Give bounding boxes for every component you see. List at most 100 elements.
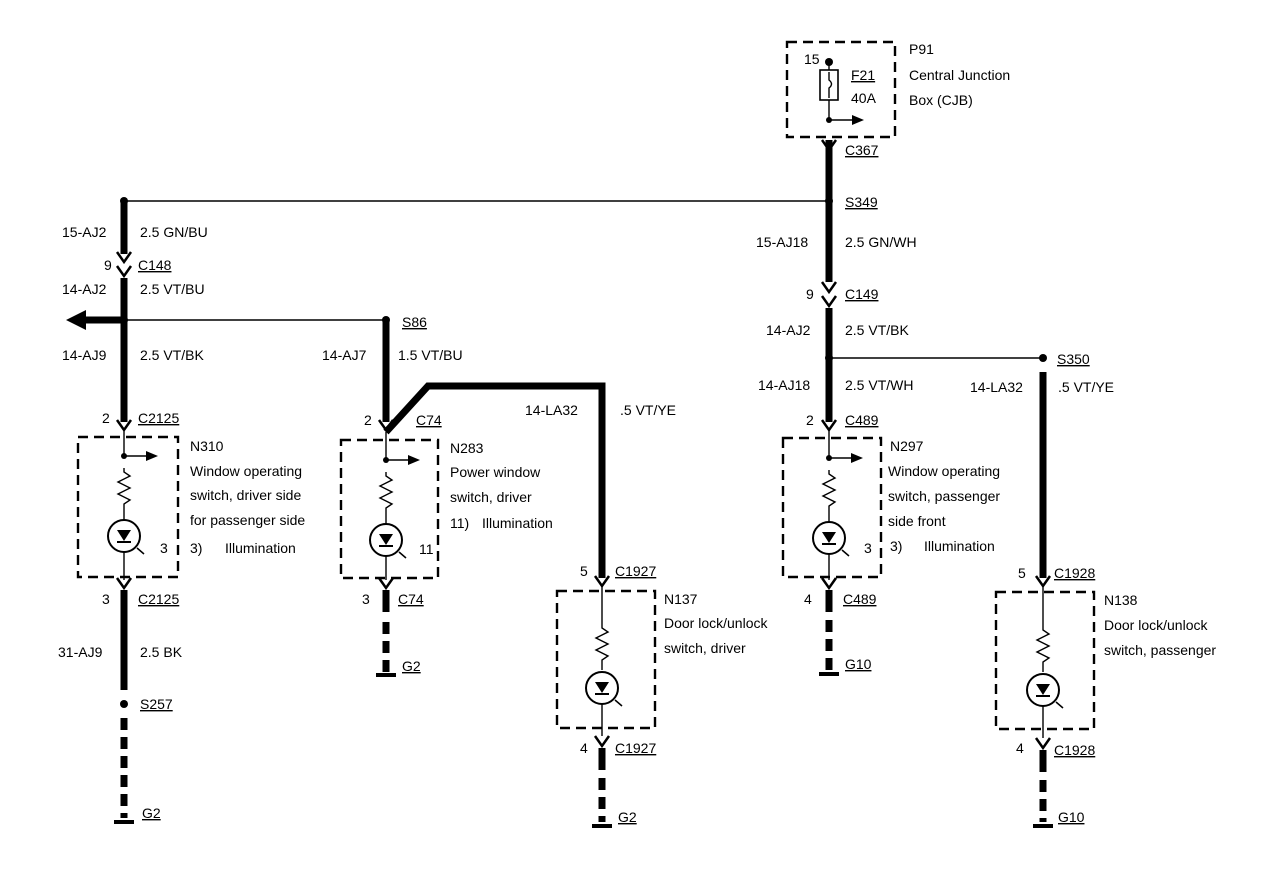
n283-outline [339,438,440,580]
splice-s350-dot [1039,354,1047,362]
ground-label: G2 [402,658,421,674]
wire-circuit: 15-AJ18 [756,234,808,250]
circuit-n137 [555,575,657,828]
resistor-icon [594,624,610,670]
arrow-right-icon [852,115,864,125]
splice-label: S350 [1057,351,1090,367]
wire-circuit: 15-AJ2 [62,224,107,240]
component-name-line3: side front [888,513,946,529]
junction-dot [120,197,128,205]
component-id: N297 [890,438,924,454]
junction-dot [825,354,833,362]
connector-label: C2125 [138,410,179,426]
connector-pin: 4 [580,740,588,756]
connector-pin: 9 [104,257,112,273]
circuit-n310 [66,197,180,824]
arrow-right-icon [146,451,158,461]
component-pin-number: 11 [419,541,434,557]
component-id: N137 [664,591,698,607]
connector-pin: 5 [1018,565,1026,581]
connector-label: C2125 [138,591,179,607]
splice-s257-dot [120,700,128,708]
wire-to-n137 [383,382,606,578]
fuse-label: F21 [851,67,875,83]
resistor-icon [378,472,394,520]
connector-label: C489 [843,591,877,607]
footnote-ref: 11) [450,515,469,531]
footnote-ref: 3) [190,540,202,556]
connector-pin: 4 [804,591,812,607]
component-name-line1: Door lock/unlock [1104,617,1208,633]
wire-circuit: 14-AJ2 [766,322,811,338]
connector-label: C1927 [615,563,656,579]
ground-label: G2 [618,809,637,825]
connector-label: C1927 [615,740,656,756]
wire-circuit: 14-AJ9 [62,347,107,363]
ground-label: G10 [1058,809,1085,825]
component-name-line2: switch, driver [664,640,746,656]
component-function: Illumination [225,540,296,556]
n310-outline [76,435,180,579]
central-junction-box: 15 F21 40A P91 Central Junction Box (CJB… [785,40,1010,139]
ground-label: G10 [845,656,872,672]
wire-spec: .5 VT/YE [1058,379,1114,395]
component-name-line1: Door lock/unlock [664,615,768,631]
splice-label: S86 [402,314,427,330]
cjb-name-line2: Box (CJB) [909,92,973,108]
arrow-right-icon [408,455,420,465]
ground-label: G2 [142,805,161,821]
wire-spec: 2.5 GN/WH [845,234,917,250]
splice-label: S257 [140,696,173,712]
component-pin-number: 3 [160,540,168,556]
n297-outline [781,436,883,579]
component-name-line2: switch, driver [450,489,532,505]
component-function: Illumination [482,515,553,531]
wire-spec: .5 VT/YE [620,402,676,418]
cjb-pin-label: 15 [804,51,820,67]
wire-circuit: 14-LA32 [970,379,1023,395]
connector-pin: 4 [1016,740,1024,756]
wire-circuit: 14-LA32 [525,402,578,418]
footnote-ref: 3) [890,538,902,554]
wire-spec: 2.5 VT/BU [140,281,205,297]
splice-s349-dot [825,197,833,205]
component-id: N283 [450,440,484,456]
component-id: N138 [1104,592,1138,608]
wire-circuit: 14-AJ2 [62,281,107,297]
wire-spec: 2.5 VT/BK [845,322,909,338]
component-name-line2: switch, driver side [190,487,301,503]
connector-label: C148 [138,257,172,273]
resistor-icon [821,470,837,518]
connector-pin: 2 [806,412,814,428]
connector-pin: 5 [580,563,588,579]
splice-label: S349 [845,194,878,210]
circuit-n297 [781,139,883,676]
arrow-left-icon [66,310,86,330]
connector-chevron-icon [115,251,133,265]
wire-spec: 2.5 BK [140,644,183,660]
component-name-line2: switch, passenger [888,488,1000,504]
connector-pin: 2 [102,410,110,426]
connector-pin: 3 [362,591,370,607]
wire-circuit: 31-AJ9 [58,644,103,660]
component-name-line1: Window operating [888,463,1000,479]
component-pin-number: 3 [864,540,872,556]
component-function: Illumination [924,538,995,554]
cjb-outline [785,40,897,139]
circuit-n283 [339,316,606,677]
wire-spec: 1.5 VT/BU [398,347,463,363]
circuit-n138 [994,354,1096,828]
wire-spec: 2.5 GN/BU [140,224,208,240]
connector-label: C74 [398,591,424,607]
connector-label: C1928 [1054,742,1095,758]
connector-label: C489 [845,412,879,428]
connector-label: C1928 [1054,565,1095,581]
component-id: N310 [190,438,224,454]
wire-circuit: 14-AJ7 [322,347,367,363]
wire-circuit: 14-AJ18 [758,377,810,393]
resistor-icon [1035,626,1051,672]
arrow-right-icon [851,453,863,463]
cjb-id: P91 [909,41,934,57]
